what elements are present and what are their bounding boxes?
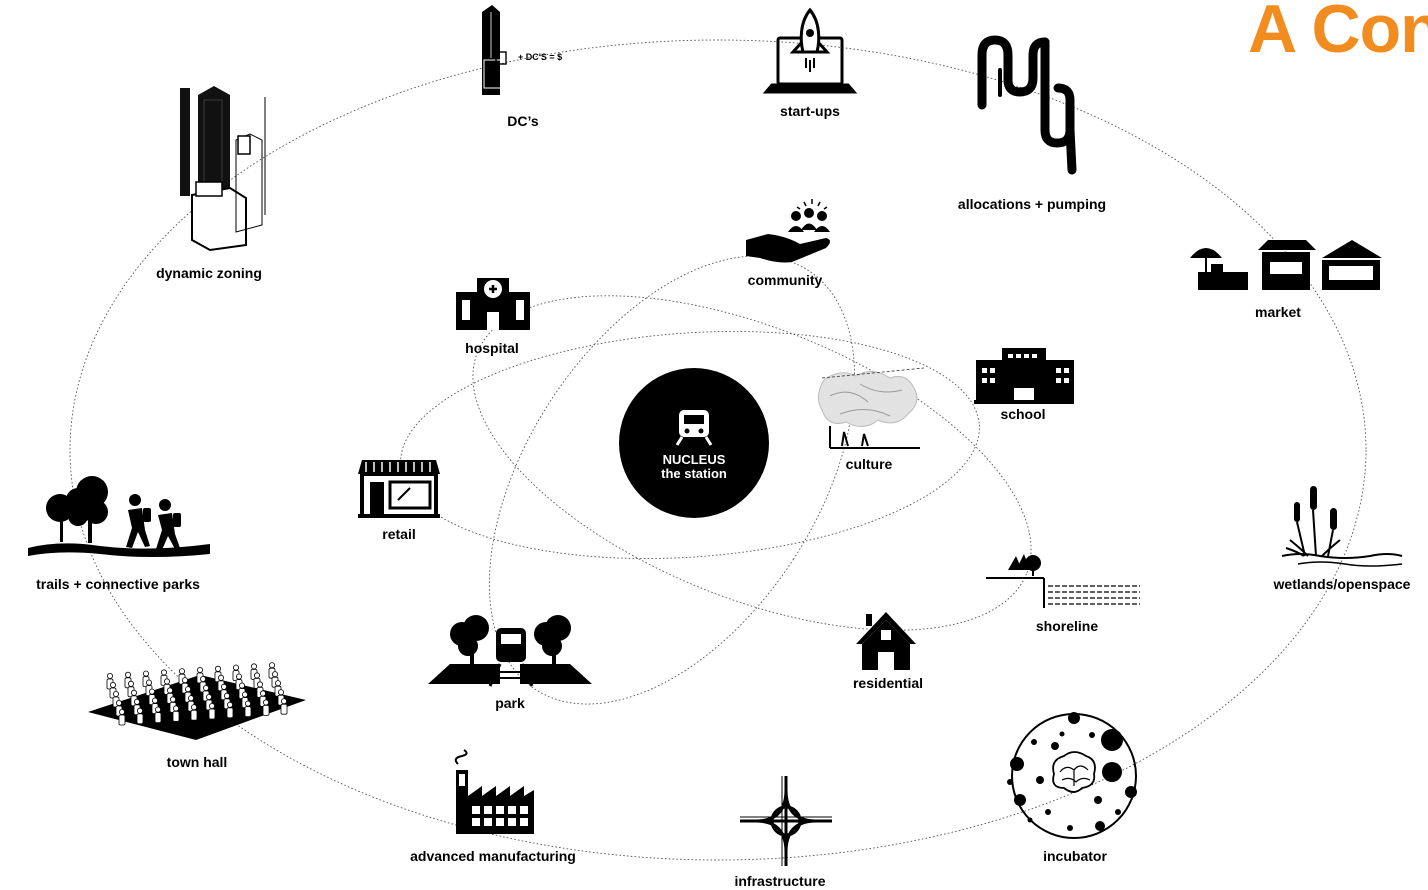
label-town-hall: town hall	[167, 754, 228, 770]
label-school: school	[1000, 406, 1045, 422]
node-wetlands[interactable]: wetlands/openspace	[1273, 486, 1411, 592]
nucleus-subtitle: the station	[661, 466, 727, 481]
label-hospital: hospital	[465, 340, 519, 356]
school-icon	[974, 348, 1074, 404]
label-wetlands: wetlands/openspace	[1273, 576, 1411, 592]
cattails-icon	[1281, 486, 1403, 567]
node-dynamic-zoning[interactable]: dynamic zoning	[156, 86, 266, 281]
pipes-icon	[977, 35, 1077, 175]
label-retail: retail	[382, 526, 415, 542]
label-trails: trails + connective parks	[36, 576, 200, 592]
label-community: community	[748, 272, 823, 288]
node-allocations[interactable]: allocations + pumping	[958, 35, 1106, 212]
hikers-trees-icon	[28, 476, 210, 557]
node-hospital[interactable]: hospital	[456, 278, 530, 356]
node-startups[interactable]: start-ups	[762, 7, 858, 119]
label-shoreline: shoreline	[1036, 618, 1098, 634]
node-shoreline[interactable]: shoreline	[986, 554, 1140, 634]
label-culture: culture	[846, 456, 893, 472]
nucleus[interactable]: NUCLEUS the station	[619, 368, 769, 518]
park-train-icon	[428, 615, 592, 687]
node-market[interactable]: market	[1190, 240, 1382, 320]
factory-icon	[454, 749, 534, 834]
label-residential: residential	[853, 675, 923, 691]
node-dcs[interactable]: + DC'S = $ DC’s	[482, 5, 562, 129]
node-infrastructure[interactable]: infrastructure	[734, 776, 832, 889]
node-trails[interactable]: trails + connective parks	[28, 476, 210, 592]
hand-people-icon	[746, 199, 830, 263]
node-retail[interactable]: retail	[358, 460, 440, 542]
outer-orbit	[69, 39, 1367, 861]
shoreline-icon	[986, 554, 1140, 608]
label-incubator: incubator	[1043, 848, 1107, 864]
label-park: park	[495, 695, 525, 711]
node-residential[interactable]: residential	[853, 612, 923, 691]
house-icon	[856, 612, 916, 670]
label-dcs: DC’s	[507, 113, 539, 129]
node-town-hall[interactable]: town hall	[88, 662, 306, 770]
label-infrastructure: infrastructure	[734, 873, 825, 889]
orbit-hospital-shoreline	[472, 295, 1032, 631]
label-startups: start-ups	[780, 103, 840, 119]
label-market: market	[1255, 304, 1301, 320]
page-title: A Con	[1248, 0, 1428, 67]
node-incubator[interactable]: incubator	[1007, 712, 1137, 864]
brain-cells-icon	[1007, 712, 1137, 839]
market-stalls-icon	[1190, 240, 1382, 290]
nucleus-title: NUCLEUS	[663, 452, 726, 467]
node-park[interactable]: park	[428, 615, 592, 711]
rocket-laptop-icon	[762, 7, 858, 94]
node-school[interactable]: school	[974, 348, 1074, 422]
tower-icon	[482, 5, 507, 95]
culture-sketch-icon	[818, 367, 925, 449]
storefront-icon	[358, 460, 440, 518]
node-advanced-manufacturing[interactable]: advanced manufacturing	[410, 749, 576, 864]
interchange-icon	[740, 776, 832, 866]
node-community[interactable]: community	[746, 199, 830, 288]
building-massing-icon	[180, 86, 266, 252]
equation-text: + DC'S = $	[518, 52, 562, 62]
hospital-icon	[456, 278, 530, 330]
label-advanced-manufacturing: advanced manufacturing	[410, 848, 576, 864]
label-allocations: allocations + pumping	[958, 196, 1106, 212]
orbit-community-park	[488, 255, 856, 705]
label-dynamic-zoning: dynamic zoning	[156, 265, 262, 281]
node-culture[interactable]: culture	[818, 367, 925, 472]
train-icon	[675, 410, 713, 446]
crowd-icon	[88, 662, 306, 740]
